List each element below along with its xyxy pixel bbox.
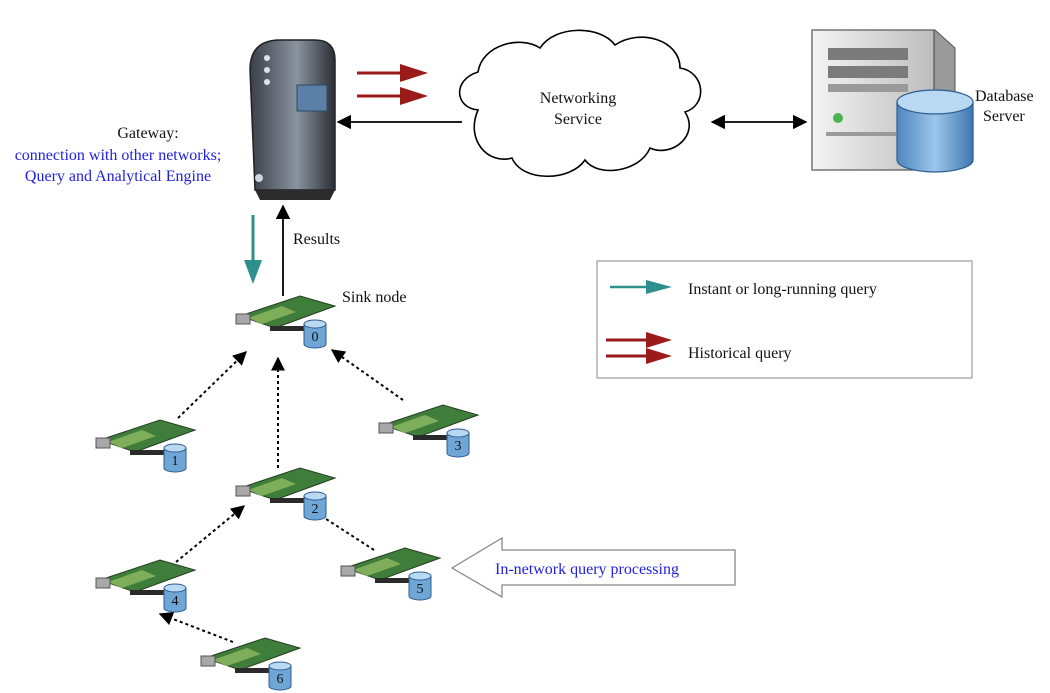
cloud-title-line2: Service xyxy=(554,111,602,128)
gateway-engine-text: Query and Analytical Engine xyxy=(25,168,211,185)
sensor-node-5: 5 xyxy=(340,547,442,601)
sensor-connector-0 xyxy=(235,313,251,325)
sensor-battery-0 xyxy=(270,326,310,331)
gateway-connection-text: connection with other networks; xyxy=(15,147,222,164)
sensor-node-6: 6 xyxy=(200,637,302,691)
legend-instant-label: Instant or long-running query xyxy=(688,281,877,298)
sensor-chip-5 xyxy=(353,558,401,576)
node-number-0: 0 xyxy=(312,330,319,345)
node-number-6: 6 xyxy=(277,672,284,687)
node-cylinder-4 xyxy=(163,587,187,613)
sensor-chip-6 xyxy=(213,648,261,666)
sensor-battery-4 xyxy=(130,590,170,595)
sensor-connector-4 xyxy=(95,577,111,589)
sensor-node-1: 1 xyxy=(95,419,197,473)
node-cylinder-top-4 xyxy=(163,583,187,593)
historical-arrows-top xyxy=(357,64,428,105)
node-cylinder-6 xyxy=(268,665,292,691)
route-6-to-4 xyxy=(158,611,234,643)
gateway-device-icon xyxy=(249,39,336,200)
sensor-connector-5 xyxy=(340,565,356,577)
node-cylinder-1 xyxy=(163,447,187,473)
results-label: Results xyxy=(293,231,340,248)
node-number-1: 1 xyxy=(172,454,179,469)
node-cylinder-2 xyxy=(303,495,327,521)
instant-query-arrow-down xyxy=(244,215,262,284)
sensor-connector-1 xyxy=(95,437,111,449)
sensor-connector-6 xyxy=(200,655,216,667)
node-cylinder-3 xyxy=(446,432,470,458)
database-cylinder-icon xyxy=(896,89,974,173)
node-cylinder-5 xyxy=(408,575,432,601)
sensor-chip-3 xyxy=(391,415,439,433)
node-number-4: 4 xyxy=(172,594,179,609)
legend xyxy=(596,260,973,379)
node-cylinder-top-6 xyxy=(268,661,292,671)
sensor-chip-1 xyxy=(108,430,156,448)
node-cylinder-top-5 xyxy=(408,571,432,581)
database-label-line1: Database xyxy=(975,88,1034,105)
sensor-battery-5 xyxy=(375,578,415,583)
route-4-to-2 xyxy=(175,505,246,563)
node-number-5: 5 xyxy=(417,582,424,597)
sensor-chip-2 xyxy=(248,478,296,496)
sensor-chip-0 xyxy=(248,306,296,324)
database-label-line2: Server xyxy=(983,108,1025,125)
node-number-2: 2 xyxy=(312,502,319,517)
sensor-nodes: 0 1 2 3 4 5 6 xyxy=(95,295,480,691)
node-cylinder-top-0 xyxy=(303,319,327,329)
node-cylinder-top-2 xyxy=(303,491,327,501)
node-cylinder-top-3 xyxy=(446,428,470,438)
node-cylinder-top-1 xyxy=(163,443,187,453)
sensor-chip-4 xyxy=(108,570,156,588)
sensor-node-3: 3 xyxy=(378,404,480,458)
networking-cloud-icon xyxy=(458,29,702,177)
sensor-node-0: 0 xyxy=(235,295,337,349)
gateway-label: Gateway: xyxy=(117,125,178,142)
sensor-connector-2 xyxy=(235,485,251,497)
sensor-battery-1 xyxy=(130,450,170,455)
sensor-node-4: 4 xyxy=(95,559,197,613)
route-3-to-0 xyxy=(330,349,404,401)
node-number-3: 3 xyxy=(455,439,462,454)
sensor-battery-3 xyxy=(413,435,453,440)
sink-node-label: Sink node xyxy=(342,289,406,306)
route-1-to-0 xyxy=(177,351,248,419)
sensor-battery-2 xyxy=(270,498,310,503)
legend-historical-label: Historical query xyxy=(688,345,792,362)
processing-callout-arrow xyxy=(450,536,736,599)
sensor-connector-3 xyxy=(378,422,394,434)
sensor-battery-6 xyxy=(235,668,275,673)
cloud-title-line1: Networking xyxy=(540,90,616,107)
node-cylinder-0 xyxy=(303,323,327,349)
sensor-node-2: 2 xyxy=(235,467,337,521)
processing-label: In-network query processing xyxy=(495,561,679,578)
